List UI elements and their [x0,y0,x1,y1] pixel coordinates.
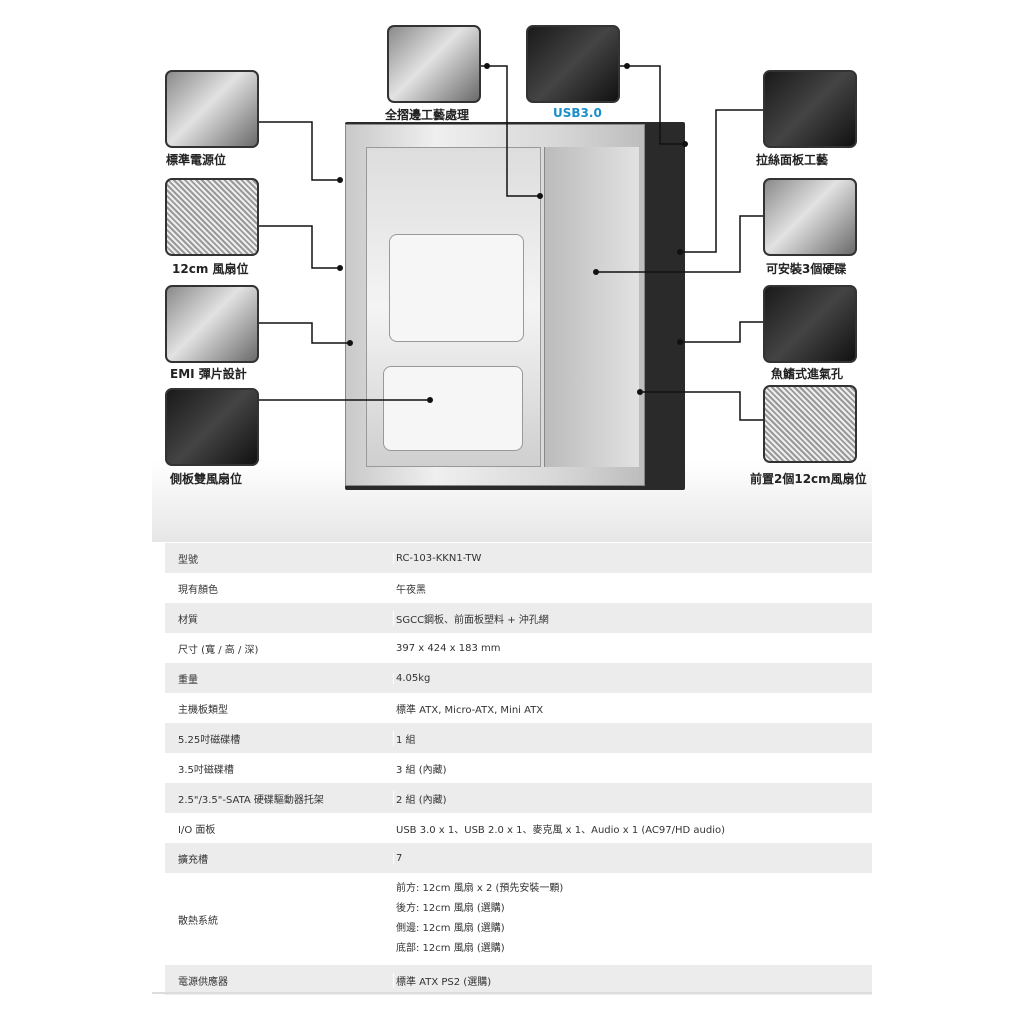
spec-row: 主機板類型標準 ATX, Micro-ATX, Mini ATX [165,693,872,723]
feature-label: 12cm 風扇位 [172,262,249,276]
feature-label: EMI 彈片設計 [170,367,247,381]
front-fan-thumbnail [763,385,857,463]
chassis-interior [345,124,645,486]
spec-row-cooling: 散熱系統 前方: 12cm 風扇 x 2 (預先安裝一顆) 後方: 12cm 風… [165,873,872,965]
motherboard-tray [366,147,541,467]
feature-label: 拉絲面板工藝 [756,153,829,167]
drive-bays [544,147,639,467]
fan-mount-thumbnail [165,178,259,256]
side-fan-thumbnail [165,388,259,466]
feature-label: 魚鰭式進氣孔 [771,367,844,381]
folded-edge-thumbnail [387,25,481,103]
feature-label: 前置2個12cm風扇位 [750,472,867,486]
spec-row: 電源供應器標準 ATX PS2 (選購) [165,965,872,995]
case-image [345,122,685,490]
emi-thumbnail [165,285,259,363]
connector-lines [258,63,763,421]
divider [152,992,872,994]
spec-row: 現有顏色午夜黑 [165,573,872,603]
brushed-panel-thumbnail [763,70,857,148]
feature-label: 標準電源位 [166,153,227,167]
feature-label: 可安裝3個硬碟 [766,262,847,276]
feature-label: 全摺邊工藝處理 [385,108,470,122]
air-intake-thumbnail [763,285,857,363]
usb-panel-thumbnail [526,25,620,103]
feature-label: USB3.0 [553,106,602,120]
hdd-bay-thumbnail [763,178,857,256]
feature-label: 側板雙風扇位 [170,472,243,486]
spec-row: 尺寸 (寬 / 高 / 深)397 x 424 x 183 mm [165,633,872,663]
psu-bay-thumbnail [165,70,259,148]
